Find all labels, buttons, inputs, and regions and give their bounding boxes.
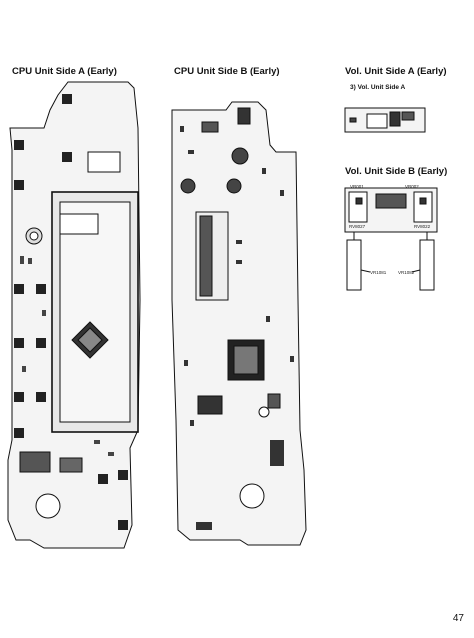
vol-b-lead-right: VR1082 — [398, 270, 415, 275]
vol-side-a-subtitle: 3) Vol. Unit Side A — [350, 84, 406, 91]
vol-b-pot-left: RV8027 — [349, 224, 366, 229]
vol-b-ref-left: VR001 — [350, 184, 364, 189]
vol-side-a-title: Vol. Unit Side A (Early) — [345, 66, 447, 77]
vol-b-ref-right: VR002 — [405, 184, 419, 189]
vol-b-lead-left: VR1081 — [370, 270, 387, 275]
vol-b-pot-right: RV8022 — [414, 224, 431, 229]
cpu-side-b-title: CPU Unit Side B (Early) — [174, 66, 280, 77]
cpu-side-a-title: CPU Unit Side A (Early) — [12, 66, 117, 77]
vol-side-b-title: Vol. Unit Side B (Early) — [345, 166, 448, 177]
page-number: 47 — [452, 613, 464, 624]
